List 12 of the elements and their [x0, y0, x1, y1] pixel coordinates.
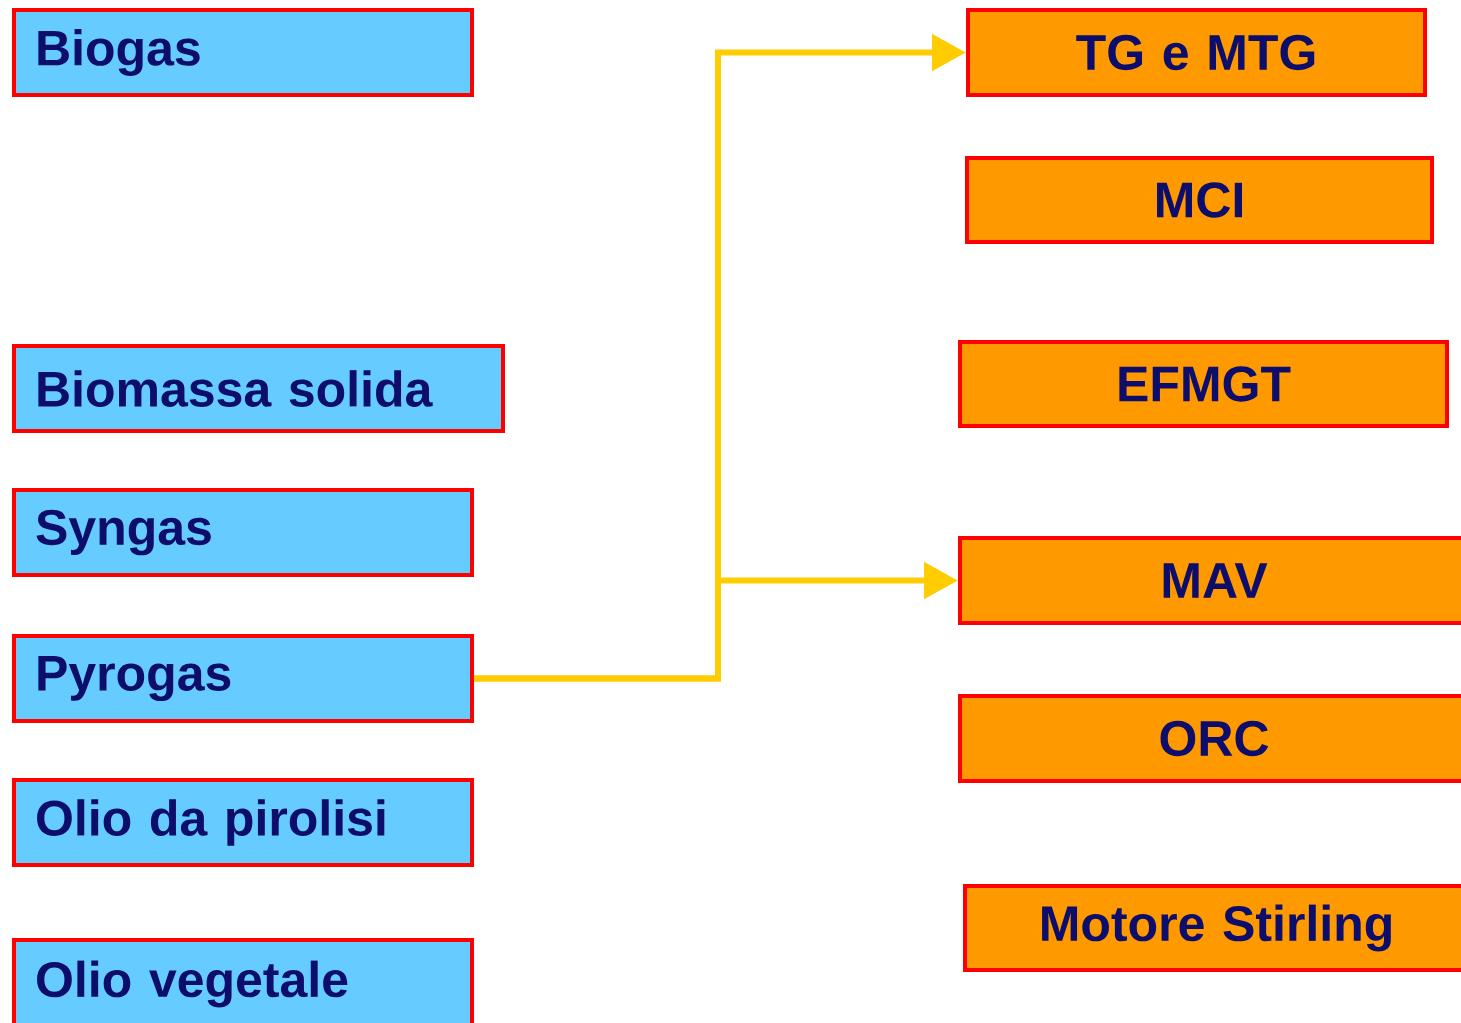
source-box: Biogas	[12, 8, 474, 97]
technology-box: Motore Stirling	[963, 884, 1461, 972]
technology-box: TG e MTG	[966, 8, 1427, 97]
source-box: Olio da pirolisi	[12, 778, 474, 867]
technology-box: EFMGT	[958, 340, 1449, 428]
source-box: Pyrogas	[12, 634, 474, 723]
technology-box: MCI	[965, 156, 1434, 244]
technology-box: MAV	[958, 536, 1461, 625]
source-box: Syngas	[12, 488, 474, 577]
source-box: Olio vegetale	[12, 938, 474, 1023]
technology-box: ORC	[958, 694, 1461, 783]
source-box: Biomassa solida	[12, 344, 505, 433]
